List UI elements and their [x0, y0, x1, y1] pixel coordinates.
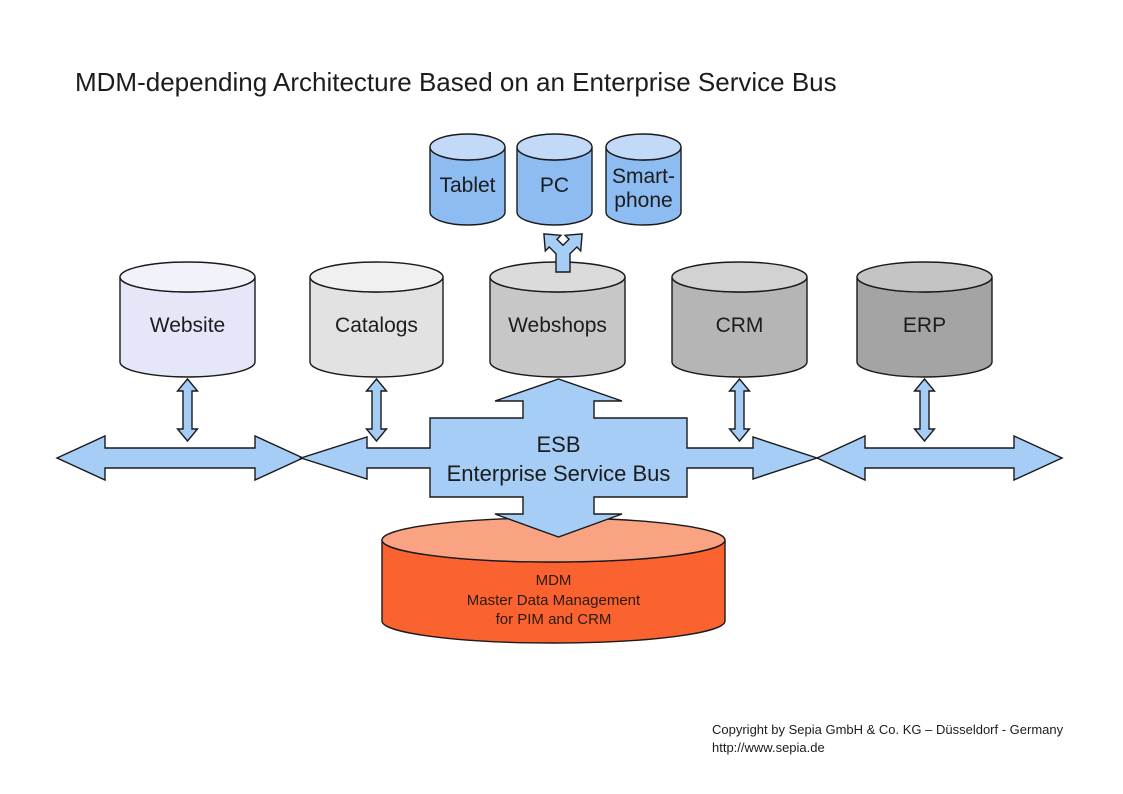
catalogs-cylinder-top	[309, 261, 444, 293]
page-title: MDM-depending Architecture Based on an E…	[75, 67, 837, 97]
double-arrow-erp-icon	[913, 377, 936, 443]
double-arrow-catalogs-icon	[365, 377, 388, 443]
tablet-cylinder-top	[429, 133, 506, 161]
cylinder-catalogs: Catalogs	[309, 261, 444, 378]
double-arrow-website-icon	[176, 377, 199, 443]
mdm-title: MDM	[536, 572, 572, 589]
esb-subtitle: Enterprise Service Bus	[447, 461, 671, 486]
website-cylinder-top	[119, 261, 256, 293]
cylinder-smartphone: Smart- phone	[605, 133, 682, 226]
smartphone-label-line1: Smart-	[612, 165, 675, 188]
esb-title: ESB	[536, 432, 580, 457]
double-arrow-crm-icon	[728, 377, 751, 443]
cylinder-erp: ERP	[856, 261, 993, 378]
bus-arrow-left-icon	[55, 434, 305, 482]
smartphone-label-line2: phone	[614, 189, 672, 212]
website-url: http://www.sepia.de	[712, 740, 825, 755]
cylinder-mdm	[381, 517, 726, 644]
bus-arrow-right-icon	[815, 434, 1064, 482]
mdm-subtitle2: for PIM and CRM	[496, 611, 612, 628]
cylinder-tablet: Tablet	[429, 133, 506, 226]
crm-label: CRM	[716, 314, 764, 337]
copyright-line: Copyright by Sepia GmbH & Co. KG – Düsse…	[712, 722, 1064, 737]
website-label: Website	[150, 314, 225, 337]
webshops-label: Webshops	[508, 314, 607, 337]
cylinder-webshops: Webshops	[489, 261, 626, 378]
tablet-label: Tablet	[439, 174, 495, 197]
catalogs-label: Catalogs	[335, 314, 418, 337]
cylinder-pc: PC	[516, 133, 593, 226]
erp-cylinder-top	[856, 261, 993, 293]
smartphone-cylinder-top	[605, 133, 682, 161]
mdm-subtitle: Master Data Management	[467, 592, 641, 609]
cylinder-crm: CRM	[671, 261, 808, 378]
erp-label: ERP	[903, 314, 946, 337]
pc-label: PC	[540, 174, 569, 197]
cylinder-website: Website	[119, 261, 256, 378]
crm-cylinder-top	[671, 261, 808, 293]
esb-cross-arrow	[298, 378, 820, 538]
pc-cylinder-top	[516, 133, 593, 161]
split-arrow-devices-icon	[543, 233, 583, 273]
